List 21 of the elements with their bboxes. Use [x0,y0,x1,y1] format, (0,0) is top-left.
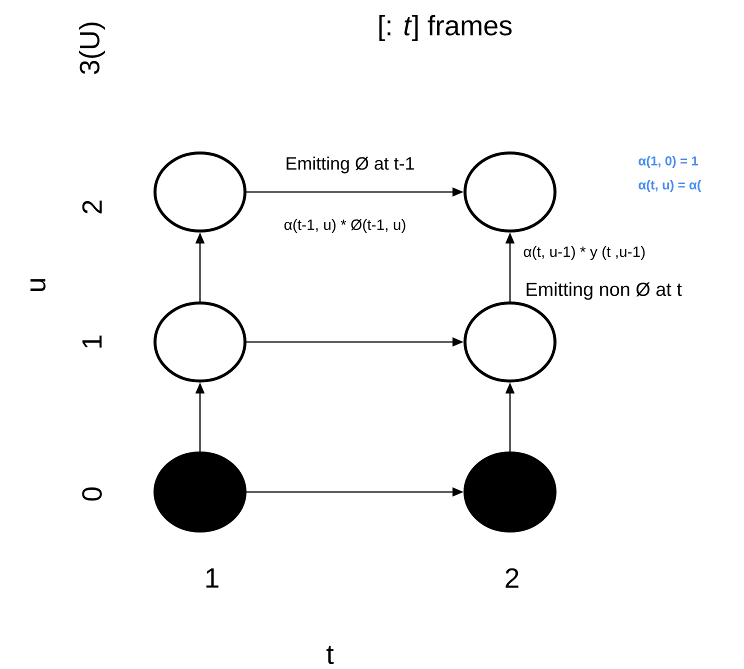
circle [154,302,246,382]
filled-circle [154,452,246,532]
axis-label: u [30,279,46,291]
tick-label: 2 [82,200,102,214]
edge-label: α(t, u-1) * y (t ,u-1) [524,246,645,260]
axis-title: 3(U) [79,22,105,74]
circle [154,152,246,232]
tick-label: 1 [206,568,218,588]
formula-text: α(t, u) = α( [638,180,702,192]
circle [464,152,556,232]
formula-text: α(1, 0) = 1 [638,156,698,168]
filled-circle [464,452,556,532]
edge-label: Emitting Ø at t-1 [286,156,414,174]
circle [464,302,556,382]
title-text: [: t] frames [379,15,512,41]
axis-label: t [326,646,334,664]
annotation-text: Emitting non Ø at t [526,282,682,300]
tick-label: 0 [82,487,102,501]
formula-text: α(t-1, u) * Ø(t-1, u) [284,219,406,233]
tick-label: 2 [506,568,518,588]
tick-label: 1 [82,336,102,348]
